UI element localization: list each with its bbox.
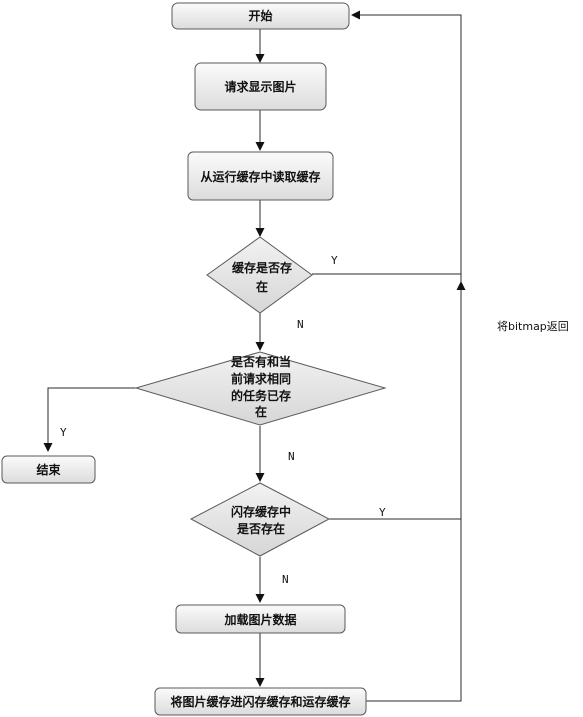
edge-label-flash-yes: Y	[379, 506, 386, 519]
flash-cache-label-line2: 是否存在	[236, 521, 285, 536]
cache-exists-label-line1: 缓存是否存	[232, 260, 292, 275]
read-cache-label: 从运行缓存中读取缓存	[200, 169, 320, 184]
edge-label-flash-no: N	[282, 573, 289, 586]
start-box	[171, 2, 350, 30]
flash-cache-diamond	[189, 482, 331, 557]
save-label: 将图片缓存进闪存缓存和运存缓存	[170, 694, 350, 709]
same-task-label-line2: 前请求相同	[231, 371, 291, 386]
save-box	[154, 687, 367, 716]
flash-cache-label-line1: 闪存缓存中	[231, 504, 291, 519]
request-box	[194, 62, 327, 111]
edge-label-cache-exists-no: N	[297, 318, 304, 331]
connectors	[43, 10, 466, 702]
cache-exists-label-line2: 在	[256, 279, 268, 294]
node-cache-exists: 缓存是否存 在	[206, 236, 313, 314]
request-label: 请求显示图片	[224, 79, 296, 94]
edge-label-same-task-no: N	[288, 450, 295, 463]
end-box	[1, 455, 96, 484]
node-start: 开始	[171, 2, 350, 30]
node-end: 结束	[1, 455, 96, 484]
node-save: 将图片缓存进闪存缓存和运存缓存	[154, 687, 367, 716]
same-task-label-line1: 是否有和当	[230, 354, 291, 369]
arrow-same-task-yes	[43, 387, 136, 452]
same-task-label-line3: 的任务已存	[231, 388, 291, 403]
cache-exists-diamond	[206, 236, 313, 314]
node-request: 请求显示图片	[194, 62, 327, 111]
node-same-task: 是否有和当 前请求相同 的任务已存 在	[134, 351, 387, 426]
load-label: 加载图片数据	[223, 612, 296, 627]
edge-label-cache-exists-yes: Y	[331, 254, 338, 267]
return-bitmap-label: 将bitmap返回	[497, 320, 569, 333]
arrow-save-return	[366, 281, 466, 702]
node-load: 加载图片数据	[175, 604, 346, 634]
read-cache-box	[187, 151, 334, 201]
arrow-return-to-start	[351, 10, 462, 282]
edge-label-same-task-yes: Y	[60, 426, 67, 439]
load-box	[175, 604, 346, 634]
end-label: 结束	[36, 462, 61, 477]
same-task-label-line4: 在	[255, 404, 267, 419]
node-flash-cache: 闪存缓存中 是否存在	[189, 482, 331, 557]
start-label: 开始	[248, 8, 272, 23]
same-task-diamond	[134, 351, 387, 426]
node-read-cache: 从运行缓存中读取缓存	[187, 151, 334, 201]
